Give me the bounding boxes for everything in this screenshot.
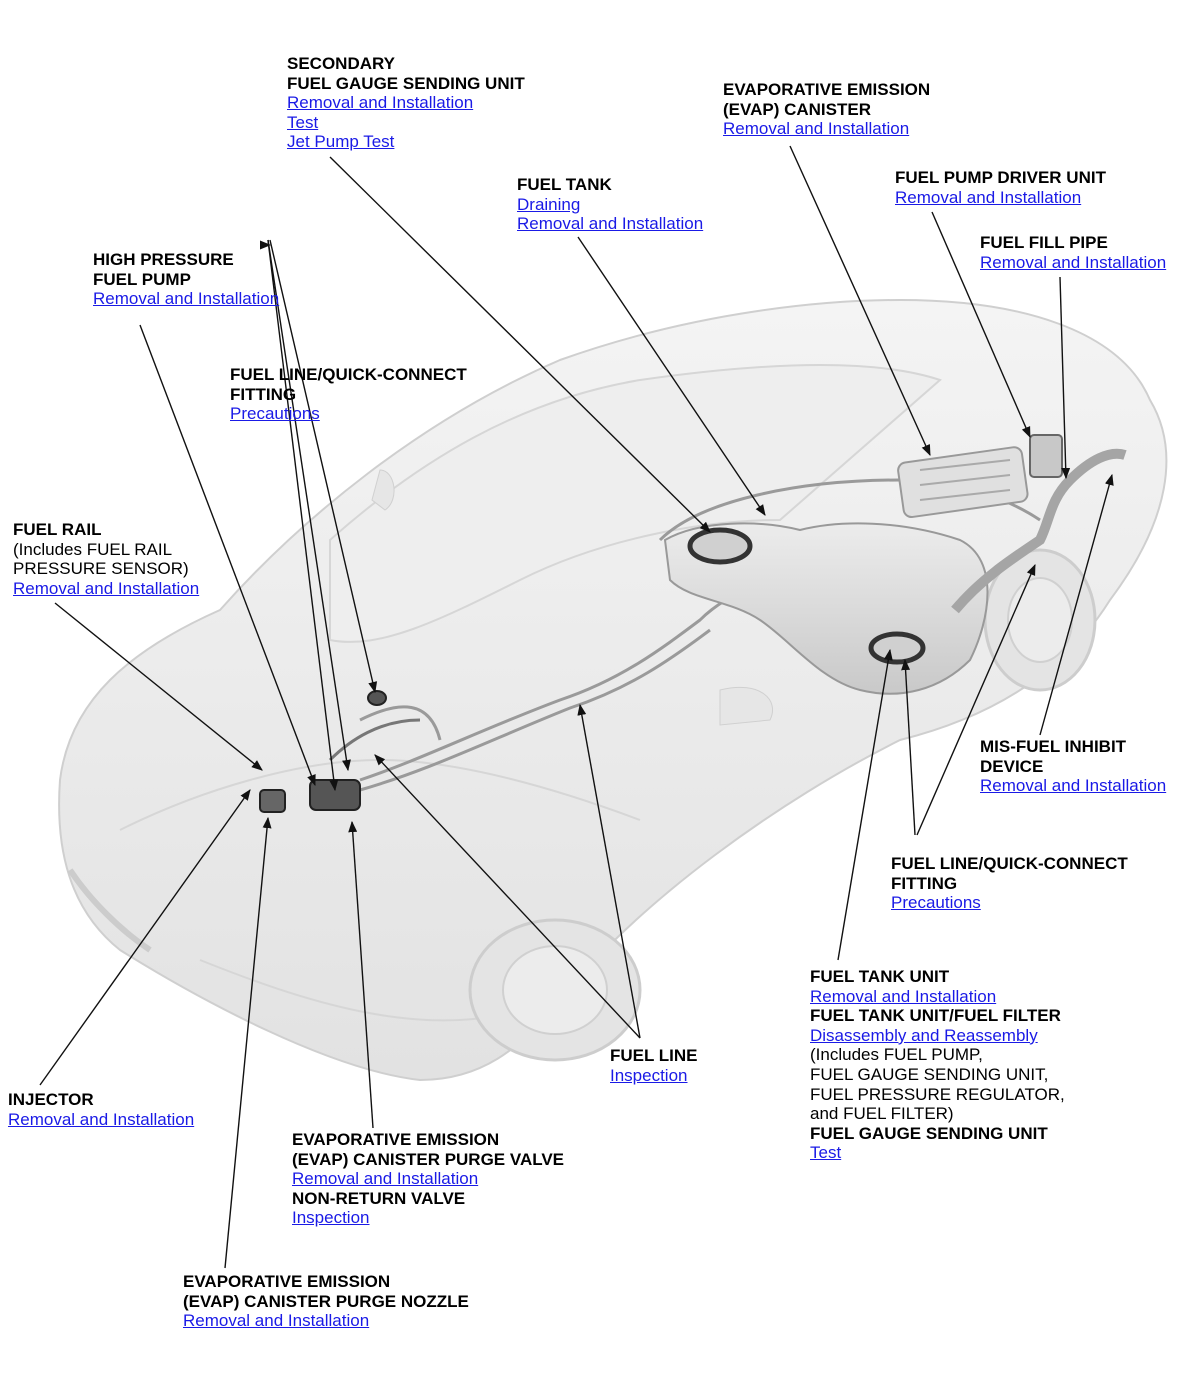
- callout-note: and FUEL FILTER): [810, 1104, 954, 1124]
- callout-title: (EVAP) CANISTER PURGE VALVE: [292, 1149, 565, 1169]
- callout-title: EVAPORATIVE EMISSION: [723, 80, 931, 99]
- callout-title: FUEL LINE: [610, 1046, 698, 1065]
- callout-title: INJECTOR: [8, 1090, 94, 1109]
- callout-title: FUEL TANK UNIT/FUEL FILTER: [810, 1006, 1061, 1026]
- callout-title: FUEL TANK: [517, 175, 612, 194]
- removal-and-installation-link[interactable]: Removal and Installation: [723, 119, 910, 139]
- removal-and-installation-link[interactable]: Removal and Installation: [980, 776, 1167, 796]
- removal-and-installation-link[interactable]: Removal and Installation: [517, 214, 704, 234]
- callout-evap-canister: EVAPORATIVE EMISSION (EVAP) CANISTER Rem…: [723, 80, 930, 139]
- callout-fuel-rail: FUEL RAIL (Includes FUEL RAIL PRESSURE S…: [13, 520, 199, 598]
- callout-fuel-tank-unit: FUEL TANK UNIT Removal and Installation …: [810, 967, 1065, 1163]
- callout-mis-fuel-inhibit-device: MIS-FUEL INHIBIT DEVICE Removal and Inst…: [980, 737, 1166, 796]
- removal-and-installation-link[interactable]: Removal and Installation: [183, 1311, 370, 1331]
- removal-and-installation-link[interactable]: Removal and Installation: [292, 1169, 479, 1189]
- removal-and-installation-link[interactable]: Removal and Installation: [895, 187, 1082, 207]
- removal-and-installation-link[interactable]: Removal and Installation: [980, 252, 1167, 272]
- callout-title: DEVICE: [980, 756, 1044, 776]
- callout-title: FUEL LINE/QUICK-CONNECT: [230, 365, 467, 384]
- callout-title: FUEL PUMP DRIVER UNIT: [895, 168, 1106, 187]
- callout-quick-connect-fitting-rear: FUEL LINE/QUICK-CONNECT FITTING Precauti…: [891, 854, 1128, 913]
- inspection-link[interactable]: Inspection: [610, 1065, 688, 1085]
- callout-fuel-line: FUEL LINE Inspection: [610, 1046, 698, 1085]
- callout-secondary-fuel-gauge-sending-unit: SECONDARY FUEL GAUGE SENDING UNIT Remova…: [287, 54, 525, 152]
- callout-title: FUEL TANK UNIT: [810, 967, 950, 986]
- fuel-tank: [663, 522, 989, 695]
- callout-evap-canister-purge-valve: EVAPORATIVE EMISSION (EVAP) CANISTER PUR…: [292, 1130, 564, 1228]
- callout-title: FUEL FILL PIPE: [980, 233, 1108, 252]
- precautions-link[interactable]: Precautions: [891, 893, 981, 913]
- callout-high-pressure-fuel-pump: HIGH PRESSURE FUEL PUMP Removal and Inst…: [93, 250, 279, 309]
- removal-and-installation-link[interactable]: Removal and Installation: [93, 289, 280, 309]
- callout-title: FITTING: [230, 384, 297, 404]
- callout-title: NON-RETURN VALVE: [292, 1188, 466, 1208]
- callout-title: SECONDARY: [287, 54, 395, 73]
- removal-and-installation-link[interactable]: Removal and Installation: [13, 578, 200, 598]
- callout-title: FUEL LINE/QUICK-CONNECT: [891, 854, 1128, 873]
- callout-title: MIS-FUEL INHIBIT: [980, 737, 1127, 756]
- fuel-pump-driver-unit: [1029, 434, 1063, 478]
- callout-title: EVAPORATIVE EMISSION: [183, 1272, 391, 1291]
- callout-title: (EVAP) CANISTER: [723, 99, 871, 119]
- callout-fuel-fill-pipe: FUEL FILL PIPE Removal and Installation: [980, 233, 1166, 272]
- callout-title: (EVAP) CANISTER PURGE NOZZLE: [183, 1291, 469, 1311]
- callout-title: FUEL GAUGE SENDING UNIT: [287, 73, 525, 93]
- fuel-fill-pipe: [951, 448, 1127, 614]
- removal-and-installation-link[interactable]: Removal and Installation: [287, 93, 474, 113]
- callout-note: (Includes FUEL PUMP,: [810, 1045, 983, 1065]
- callout-note: (Includes FUEL RAIL: [13, 539, 173, 559]
- test-link[interactable]: Test: [287, 112, 319, 132]
- test-link[interactable]: Test: [810, 1143, 842, 1163]
- callout-note: PRESSURE SENSOR): [13, 559, 189, 579]
- callout-title: HIGH PRESSURE: [93, 250, 234, 269]
- callout-fuel-tank: FUEL TANK Draining Removal and Installat…: [517, 175, 703, 234]
- precautions-link[interactable]: Precautions: [230, 404, 320, 424]
- callout-title: EVAPORATIVE EMISSION: [292, 1130, 500, 1149]
- callout-note: FUEL PRESSURE REGULATOR,: [810, 1084, 1065, 1104]
- callout-fuel-pump-driver-unit: FUEL PUMP DRIVER UNIT Removal and Instal…: [895, 168, 1106, 207]
- disassembly-and-reassembly-link[interactable]: Disassembly and Reassembly: [810, 1025, 1038, 1045]
- callout-quick-connect-fitting-front: FUEL LINE/QUICK-CONNECT FITTING Precauti…: [230, 365, 467, 424]
- callout-title: FUEL RAIL: [13, 520, 102, 539]
- callout-injector: INJECTOR Removal and Installation: [8, 1090, 194, 1129]
- callout-title: FUEL GAUGE SENDING UNIT: [810, 1123, 1048, 1143]
- leader-lines: [39, 145, 1114, 1269]
- removal-and-installation-link[interactable]: Removal and Installation: [810, 986, 997, 1006]
- jet-pump-test-link[interactable]: Jet Pump Test: [287, 132, 395, 152]
- evap-canister: [897, 446, 1029, 519]
- callout-title: FUEL PUMP: [93, 269, 191, 289]
- inspection-link[interactable]: Inspection: [292, 1208, 370, 1228]
- draining-link[interactable]: Draining: [517, 194, 581, 214]
- removal-and-installation-link[interactable]: Removal and Installation: [8, 1109, 195, 1129]
- callout-note: FUEL GAUGE SENDING UNIT,: [810, 1064, 1049, 1084]
- callout-evap-canister-purge-nozzle: EVAPORATIVE EMISSION (EVAP) CANISTER PUR…: [183, 1272, 469, 1331]
- callout-title: FITTING: [891, 873, 958, 893]
